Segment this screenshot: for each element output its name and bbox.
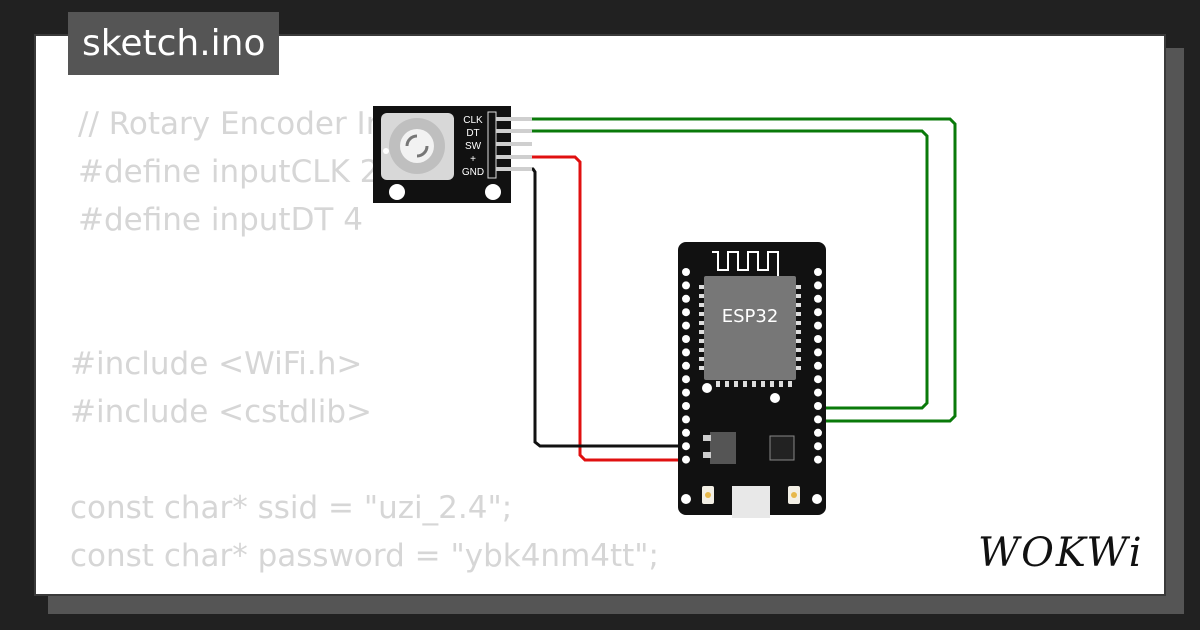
pin-hole[interactable] (682, 268, 690, 276)
pin-hole[interactable] (814, 388, 822, 397)
module-leg (716, 381, 720, 387)
pin-hole[interactable] (814, 348, 822, 357)
wokwi-logo: WOKWi (978, 530, 1144, 576)
mount-hole (702, 383, 712, 393)
module-leg (734, 381, 738, 387)
mount-hole (389, 184, 405, 200)
module-leg (796, 285, 801, 289)
module-leg (796, 312, 801, 316)
pin-hole[interactable] (814, 321, 822, 330)
pin-label-dt: DT (466, 128, 479, 139)
module-leg (779, 381, 783, 387)
module-leg (796, 348, 801, 352)
pin-hole[interactable] (814, 402, 822, 410)
module-leg (699, 366, 704, 370)
esp32-pins-right[interactable] (814, 268, 822, 464)
module-leg (770, 381, 774, 387)
pin-label-vcc: + (470, 154, 476, 165)
module-leg (699, 357, 704, 361)
sketch-filename-tab: sketch.ino (68, 12, 280, 75)
module-leg (796, 294, 801, 298)
wire-dt (532, 129, 929, 410)
pin-hole[interactable] (682, 428, 690, 437)
pin-hole[interactable] (814, 294, 822, 303)
module-leg (761, 381, 765, 387)
module-leg (796, 339, 801, 343)
pin-hole[interactable] (814, 442, 822, 451)
mount-hole (770, 393, 780, 403)
pin-hole[interactable] (682, 348, 690, 357)
module-leg (699, 285, 704, 289)
wire-vcc (532, 155, 688, 462)
module-leg (725, 381, 729, 387)
code-line: #define inputDT 4 (78, 202, 363, 238)
pin-hole[interactable] (682, 442, 690, 451)
pin-hole[interactable] (682, 415, 690, 424)
esp32-pins-left[interactable] (682, 268, 690, 464)
pin-hole[interactable] (814, 428, 822, 437)
pin-hole[interactable] (814, 455, 822, 464)
module-leg (699, 312, 704, 316)
pin-hole[interactable] (682, 361, 690, 370)
pin-hole[interactable] (682, 375, 690, 384)
pin-hole[interactable] (814, 335, 822, 343)
module-leg (796, 330, 801, 334)
code-line: #include <cstdlib> (70, 394, 373, 430)
pin-label-gnd: GND (462, 167, 484, 178)
module-leg (699, 339, 704, 343)
pin-hole[interactable] (814, 375, 822, 384)
module-leg (752, 381, 756, 387)
preview-card: // Rotary Encoder In #define inputCLK 2 … (34, 34, 1166, 596)
pin-hole[interactable] (682, 308, 690, 317)
esp32-board[interactable]: ESP32 (678, 242, 826, 518)
encoder-pin-header[interactable] (496, 117, 532, 171)
pin-label-sw: SW (465, 141, 482, 152)
pin-hole[interactable] (682, 402, 690, 410)
wire-clk (532, 117, 957, 423)
code-line: const char* ssid = "uzi_2.4"; (70, 490, 513, 526)
pin-hole[interactable] (682, 281, 690, 290)
module-leg (796, 321, 801, 325)
mount-hole (681, 494, 691, 504)
pin-label-clk: CLK (463, 115, 483, 126)
pin-hole[interactable] (682, 335, 690, 343)
module-leg (796, 357, 801, 361)
pin-hole[interactable] (814, 361, 822, 370)
code-line: const char* password = "ybk4nm4tt"; (70, 538, 659, 574)
module-leg (743, 381, 747, 387)
pin-hole[interactable] (814, 268, 822, 276)
code-preview: // Rotary Encoder In #define inputCLK 2 … (36, 36, 1164, 594)
pin-hole[interactable] (814, 415, 822, 424)
mount-hole (812, 494, 822, 504)
pin-hole[interactable] (682, 455, 690, 464)
module-leg (699, 294, 704, 298)
module-leg (796, 303, 801, 307)
module-leg (699, 303, 704, 307)
wire-gnd (531, 167, 688, 448)
pin-hole[interactable] (682, 294, 690, 303)
rotary-encoder[interactable]: CLK DT SW + GND (373, 106, 532, 203)
code-line: #define inputCLK 2 (78, 154, 380, 190)
module-leg (796, 366, 801, 370)
mount-hole (485, 184, 501, 200)
pin-hole[interactable] (682, 388, 690, 397)
pin-hole[interactable] (814, 281, 822, 290)
code-line: #include <WiFi.h> (70, 346, 363, 382)
usb-port[interactable] (732, 486, 770, 518)
module-leg (788, 381, 792, 387)
pin-hole[interactable] (814, 308, 822, 317)
module-leg (699, 321, 704, 325)
module-leg (699, 330, 704, 334)
esp32-chip-label: ESP32 (722, 306, 779, 327)
module-leg (699, 348, 704, 352)
pin-hole[interactable] (682, 321, 690, 330)
module-legs (699, 285, 801, 387)
